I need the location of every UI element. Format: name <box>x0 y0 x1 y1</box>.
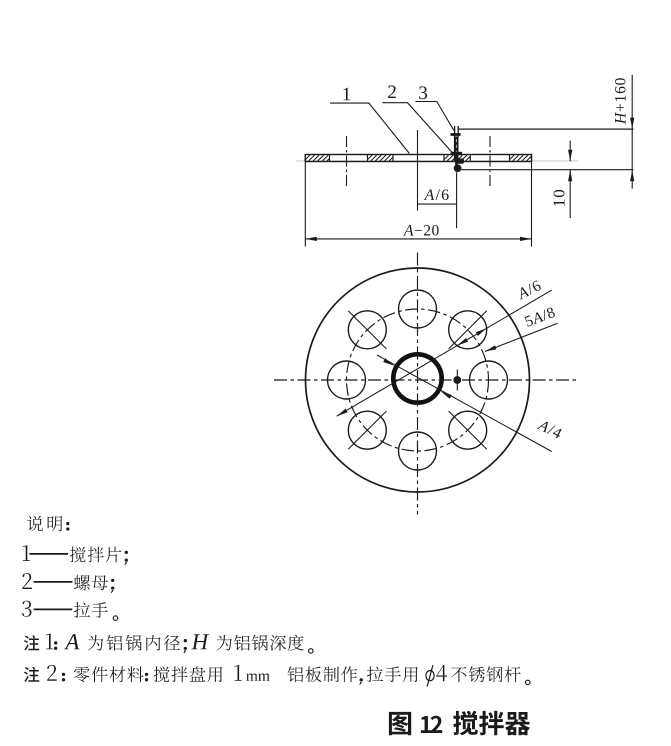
svg-text:H+160: H+160 <box>613 77 630 125</box>
svg-text:5A/8: 5A/8 <box>522 304 558 331</box>
svg-text:A/4: A/4 <box>535 416 565 443</box>
svg-text:A/6: A/6 <box>514 277 544 303</box>
svg-text:A/6: A/6 <box>424 187 451 204</box>
svg-text:10: 10 <box>549 188 568 207</box>
svg-text:A−20: A−20 <box>403 223 440 240</box>
